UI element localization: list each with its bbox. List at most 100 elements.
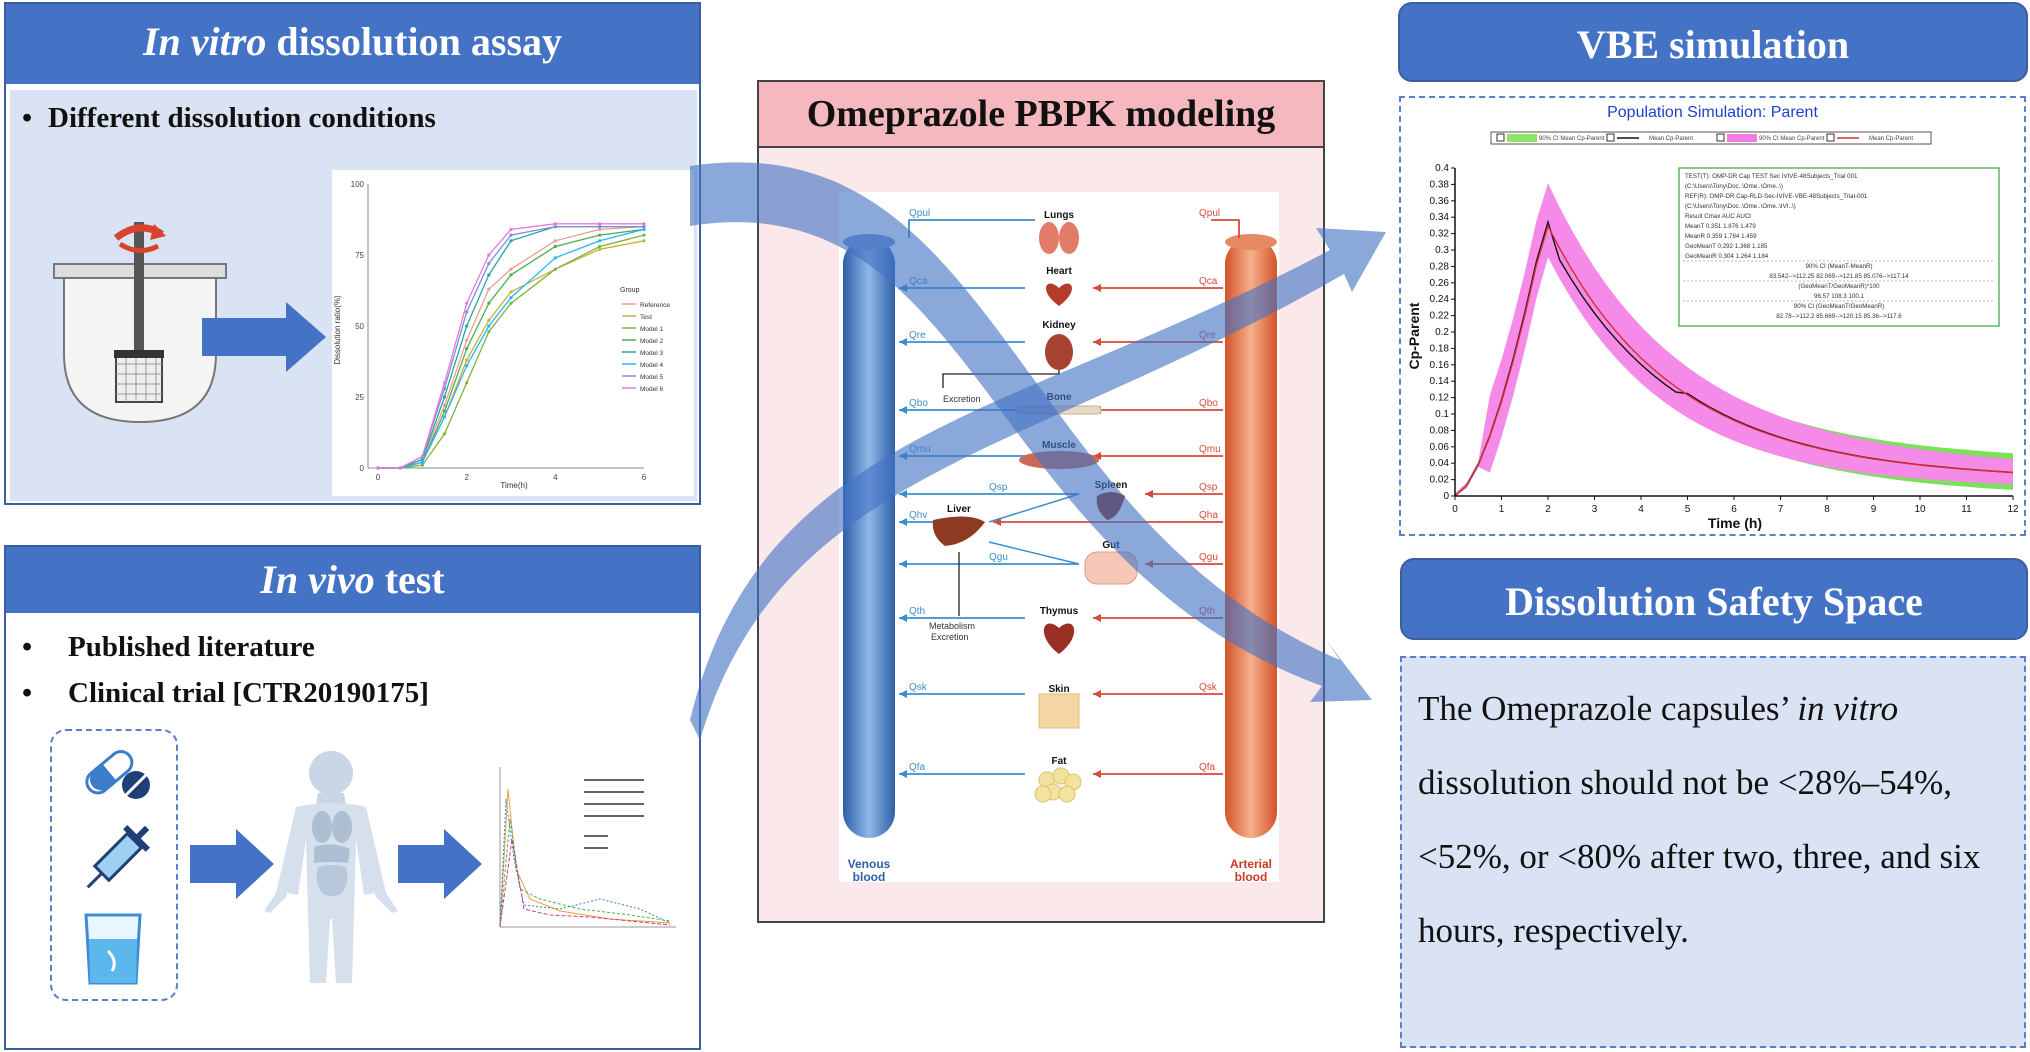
lungs-icon <box>1039 222 1059 254</box>
vbe-chart-title: Population Simulation: Parent <box>1607 104 1818 121</box>
dissolution-y-tick: 50 <box>355 322 364 331</box>
vbe-header: VBE simulation <box>1398 2 2028 82</box>
dissolution-y-axis-label: Dissolution ratio(%) <box>333 295 342 365</box>
dissolution-x-tick: 4 <box>553 473 558 482</box>
pbpk-flow-arrowhead <box>899 690 907 698</box>
dissolution-point <box>598 222 602 226</box>
venous-blood-label-1: Venous <box>848 857 891 871</box>
vbe-stats-line: 82.78-->112.2 85.669-->120.15 85.36-->11… <box>1776 313 1902 320</box>
dissolution-point <box>487 287 491 291</box>
vbe-y-tick-label: 0.3 <box>1435 245 1449 256</box>
in-vivo-pk-profile-chart <box>499 767 676 928</box>
dissolution-point <box>598 247 602 251</box>
pbpk-venous-flow-label: Qth <box>909 606 925 617</box>
vbe-y-tick-label: 0.34 <box>1430 212 1450 223</box>
pbpk-portal-line <box>988 493 1080 523</box>
vbe-y-axis-label: Cp-Parent <box>1406 302 1422 369</box>
pbpk-organ-label: Fat <box>1052 756 1068 767</box>
dissolution-y-tick: 0 <box>360 464 365 473</box>
pbpk-venous-flow-label: Qfa <box>909 762 926 773</box>
pbpk-arterial-flow-label: Qsk <box>1199 682 1218 693</box>
dissolution-point <box>553 225 557 229</box>
fat-icon <box>1034 785 1052 803</box>
pbpk-venous-flow-label: Qre <box>909 330 926 341</box>
dissolution-point <box>598 227 602 232</box>
vbe-ci-band-reference <box>1455 183 2013 496</box>
vbe-stats-line: (C:\Users\Tony\Doc..\Ome..\Ome..\) <box>1685 183 1783 190</box>
in-vivo-panel: In vivo test •Published literature •Clin… <box>4 545 701 1050</box>
arterial-blood-vessel <box>1225 238 1277 838</box>
vbe-legend-checkbox <box>1716 133 1725 142</box>
dissolution-point <box>465 364 469 368</box>
kidney-icon <box>1045 334 1073 370</box>
vbe-y-tick-label: 0.24 <box>1430 294 1450 305</box>
vbe-y-tick-label: 0 <box>1443 491 1449 502</box>
dissolution-point <box>598 233 602 237</box>
in-vitro-bullet: •Different dissolution conditions <box>22 102 436 134</box>
pbpk-flow-arrowhead <box>899 452 907 460</box>
pbpk-organ-label: Bone <box>1047 392 1072 403</box>
kidney-excretion-label: Excretion <box>943 394 981 404</box>
vbe-x-tick-label: 6 <box>1731 504 1737 515</box>
dissolution-point <box>420 460 424 464</box>
dissolution-legend-label: Model 1 <box>640 326 664 333</box>
dissolution-point <box>509 273 513 277</box>
dissolution-series-line <box>378 225 645 469</box>
dissolution-point <box>442 432 447 436</box>
dissolution-series-line <box>378 225 644 469</box>
vbe-legend-swatch <box>1727 134 1757 142</box>
pbpk-flow-arrowhead <box>1093 284 1101 292</box>
pbpk-flow-arrowhead <box>1145 560 1153 568</box>
pbpk-flow-arrowhead <box>899 284 907 292</box>
dissolution-point <box>398 466 402 470</box>
vbe-stats-line: GeoMeanT 0.292 1.368 1.185 <box>1685 243 1768 250</box>
dissolution-point <box>642 225 646 229</box>
vbe-y-tick-label: 0.08 <box>1430 425 1450 436</box>
pbpk-flow-arrowhead <box>899 518 907 526</box>
pbpk-venous-flow-label: Qmu <box>909 444 931 455</box>
vbe-x-tick-label: 4 <box>1638 504 1644 515</box>
vbe-x-tick-label: 10 <box>1914 504 1926 515</box>
dss-text-panel: The Omeprazole capsules’ in vitro dissol… <box>1400 656 2026 1048</box>
vbe-y-tick-label: 0.2 <box>1435 327 1449 338</box>
pbpk-organ-label: Kidney <box>1042 320 1076 331</box>
liver-metabolism-label: Metabolism <box>929 621 975 631</box>
vbe-legend-checkbox <box>1606 133 1615 142</box>
in-vitro-header: In vitro dissolution assay <box>6 4 699 84</box>
vbe-mean-reference-line <box>1454 224 2014 497</box>
dss-header: Dissolution Safety Space <box>1400 558 2028 640</box>
vbe-legend-swatch <box>1507 134 1537 142</box>
dissolution-point <box>376 466 380 470</box>
dissolution-series-line <box>378 234 645 469</box>
dissolution-point <box>487 324 491 328</box>
pbpk-flow-arrowhead <box>1093 614 1101 622</box>
dissolution-point <box>553 267 557 271</box>
vbe-y-tick-label: 0.4 <box>1435 163 1449 174</box>
pbpk-excretion-line <box>942 356 1060 388</box>
skin-icon <box>1038 693 1080 729</box>
dissolution-y-tick: 25 <box>355 393 364 402</box>
vbe-chart-panel: Population Simulation: Parent 90% CI Mea… <box>1399 96 2026 536</box>
dissolution-point <box>420 463 424 467</box>
pbpk-flow-line <box>1211 219 1240 238</box>
vbe-y-tick-label: 0.06 <box>1430 442 1450 453</box>
pbpk-flow-arrowhead <box>899 406 907 414</box>
dissolution-point <box>509 267 513 271</box>
dissolution-point <box>553 239 557 243</box>
liver-icon <box>932 516 985 546</box>
dissolution-point <box>465 381 469 385</box>
dissolution-point <box>598 244 602 249</box>
dissolution-point <box>487 273 491 277</box>
heart-icon <box>1045 283 1073 306</box>
dissolution-x-tick: 2 <box>464 473 469 482</box>
vbe-legend-box <box>1490 131 1932 145</box>
dissolution-point <box>598 239 602 243</box>
dissolution-series-line <box>378 225 644 469</box>
vbe-x-tick-label: 8 <box>1824 504 1830 515</box>
pbpk-organ-label: Muscle <box>1042 440 1076 451</box>
bone-icon <box>1016 405 1102 415</box>
dissolution-series-line <box>378 223 644 469</box>
pbpk-flow-arrowhead <box>899 338 907 346</box>
